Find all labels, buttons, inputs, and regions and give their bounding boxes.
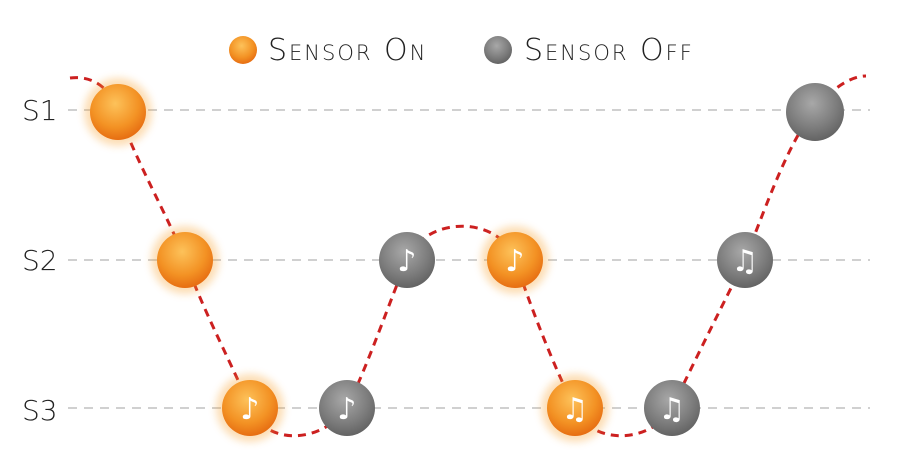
legend: Sensor On Sensor Off (229, 33, 694, 68)
sensor-on-dot (547, 380, 603, 436)
sensor-off-dot (644, 380, 700, 436)
node-6-s2-on-note: ♪ (481, 226, 549, 294)
node-8-s3-off-double-note: ♫ (644, 380, 700, 436)
nodes: ♪ ♪ ♪ ♪ ♫ ♫ ♫ (84, 78, 844, 442)
legend-on-dot (229, 36, 257, 64)
sensor-off-dot (379, 232, 435, 288)
node-10-s1-off (786, 83, 844, 141)
legend-off-dot (484, 36, 512, 64)
sensor-on-dot (487, 232, 543, 288)
node-7-s3-on-double-note: ♫ (541, 374, 609, 442)
node-3-s3-on-note: ♪ (216, 374, 284, 442)
sensor-on-dot (90, 84, 146, 140)
row-label-s2: S2 (22, 244, 58, 277)
single-note-icon: ♪ (337, 392, 356, 427)
legend-item-off: Sensor Off (484, 33, 694, 68)
sensor-on-dot (222, 380, 278, 436)
sensor-off-dot (319, 380, 375, 436)
legend-item-on: Sensor On (229, 33, 427, 68)
legend-on-label: Sensor On (268, 33, 427, 68)
sensor-off-dot (786, 83, 844, 141)
sensor-off-dot (717, 232, 773, 288)
legend-off-label: Sensor Off (524, 33, 694, 68)
single-note-icon: ♪ (397, 244, 416, 279)
node-4-s3-off-note: ♪ (319, 380, 375, 436)
single-note-icon: ♪ (505, 244, 524, 279)
double-note-icon: ♫ (732, 244, 759, 279)
sensor-on-dot (157, 232, 213, 288)
double-note-icon: ♫ (562, 392, 589, 427)
node-1-s1-on (84, 78, 152, 146)
double-note-icon: ♫ (659, 392, 686, 427)
node-5-s2-off-note: ♪ (379, 232, 435, 288)
node-2-s2-on (151, 226, 219, 294)
row-label-s3: S3 (22, 394, 58, 427)
node-9-s2-off-double-note: ♫ (717, 232, 773, 288)
single-note-icon: ♪ (240, 392, 259, 427)
row-label-s1: S1 (22, 94, 58, 127)
